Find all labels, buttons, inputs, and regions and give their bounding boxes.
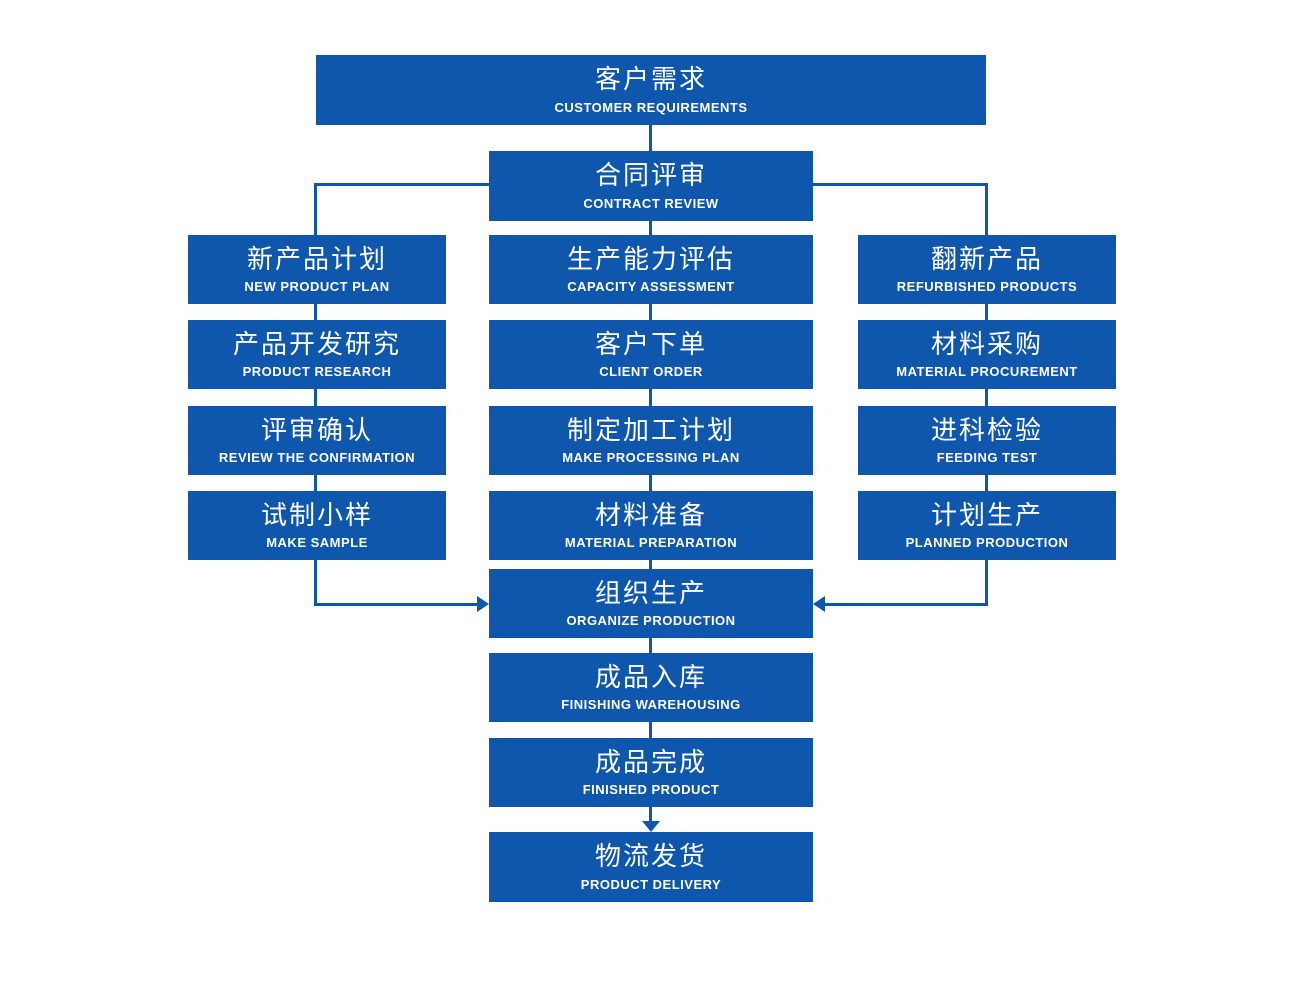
- flow-node-product-delivery: 物流发货 PRODUCT DELIVERY: [489, 832, 813, 902]
- node-title-zh: 计划生产: [930, 499, 1043, 530]
- node-title-zh: 评审确认: [260, 414, 373, 445]
- node-title-zh: 试制小样: [260, 499, 373, 530]
- connector-line: [649, 722, 652, 738]
- node-title-zh: 客户需求: [594, 64, 707, 95]
- node-title-zh: 物流发货: [594, 841, 707, 872]
- flow-node-organize-production: 组织生产 ORGANIZE PRODUCTION: [489, 569, 813, 638]
- node-title-zh: 材料采购: [930, 328, 1043, 359]
- node-subtitle-en: REFURBISHED PRODUCTS: [896, 279, 1078, 295]
- node-subtitle-en: ORGANIZE PRODUCTION: [566, 613, 736, 629]
- flow-node-product-research: 产品开发研究 PRODUCT RESEARCH: [188, 320, 446, 389]
- connector-line: [314, 183, 489, 186]
- connector-line: [649, 221, 652, 235]
- flow-node-finished-product: 成品完成 FINISHED PRODUCT: [489, 738, 813, 807]
- connector-line: [314, 603, 478, 606]
- node-subtitle-en: MATERIAL PROCUREMENT: [896, 364, 1078, 380]
- connector-line: [649, 475, 652, 491]
- node-title-zh: 生产能力评估: [566, 243, 735, 274]
- flow-node-new-product-plan: 新产品计划 NEW PRODUCT PLAN: [188, 235, 446, 304]
- node-title-zh: 翻新产品: [930, 243, 1043, 274]
- flow-node-make-sample: 试制小样 MAKE SAMPLE: [188, 491, 446, 560]
- node-title-zh: 成品完成: [594, 746, 707, 777]
- node-title-zh: 组织生产: [594, 577, 707, 608]
- node-subtitle-en: FINISHING WAREHOUSING: [561, 697, 741, 713]
- node-title-zh: 合同评审: [594, 160, 707, 191]
- connector-line: [985, 475, 988, 491]
- node-subtitle-en: FEEDING TEST: [936, 450, 1038, 466]
- arrowhead-left-icon: [813, 596, 825, 612]
- node-subtitle-en: FINISHED PRODUCT: [582, 782, 720, 798]
- node-subtitle-en: PRODUCT RESEARCH: [242, 364, 392, 380]
- flow-node-finishing-warehousing: 成品入库 FINISHING WAREHOUSING: [489, 653, 813, 722]
- flow-node-feeding-test: 进科检验 FEEDING TEST: [858, 406, 1116, 475]
- flow-node-make-processing-plan: 制定加工计划 MAKE PROCESSING PLAN: [489, 406, 813, 475]
- flow-node-review-confirmation: 评审确认 REVIEW THE CONFIRMATION: [188, 406, 446, 475]
- node-subtitle-en: CUSTOMER REQUIREMENTS: [554, 99, 748, 115]
- connector-line: [985, 560, 988, 606]
- node-title-zh: 客户下单: [594, 328, 707, 359]
- flow-node-material-procurement: 材料采购 MATERIAL PROCUREMENT: [858, 320, 1116, 389]
- connector-line: [649, 125, 652, 151]
- flow-node-contract-review: 合同评审 CONTRACT REVIEW: [489, 151, 813, 221]
- flow-node-planned-production: 计划生产 PLANNED PRODUCTION: [858, 491, 1116, 560]
- connector-line: [314, 304, 317, 320]
- flow-node-refurbished-products: 翻新产品 REFURBISHED PRODUCTS: [858, 235, 1116, 304]
- connector-line: [649, 304, 652, 320]
- node-title-zh: 制定加工计划: [566, 414, 735, 445]
- connector-line: [985, 389, 988, 406]
- flow-node-material-preparation: 材料准备 MATERIAL PREPARATION: [489, 491, 813, 560]
- node-title-zh: 材料准备: [594, 499, 707, 530]
- node-subtitle-en: MATERIAL PREPARATION: [564, 535, 738, 551]
- node-subtitle-en: CLIENT ORDER: [599, 364, 703, 380]
- node-title-zh: 产品开发研究: [232, 328, 401, 359]
- connector-line: [985, 183, 988, 235]
- connector-line: [824, 603, 988, 606]
- connector-line: [314, 475, 317, 491]
- node-subtitle-en: CAPACITY ASSESSMENT: [567, 279, 735, 295]
- node-subtitle-en: PLANNED PRODUCTION: [905, 535, 1069, 551]
- connector-line: [314, 183, 317, 235]
- node-subtitle-en: MAKE PROCESSING PLAN: [562, 450, 740, 466]
- connector-line: [649, 560, 652, 569]
- connector-line: [314, 389, 317, 406]
- arrowhead-down-icon: [642, 821, 660, 832]
- connector-line: [985, 304, 988, 320]
- connector-line: [314, 560, 317, 606]
- flow-node-customer-requirements: 客户需求 CUSTOMER REQUIREMENTS: [316, 55, 986, 125]
- node-subtitle-en: CONTRACT REVIEW: [583, 195, 719, 211]
- node-subtitle-en: MAKE SAMPLE: [266, 535, 368, 551]
- node-title-zh: 进科检验: [930, 414, 1043, 445]
- flow-node-capacity-assessment: 生产能力评估 CAPACITY ASSESSMENT: [489, 235, 813, 304]
- node-subtitle-en: PRODUCT DELIVERY: [580, 876, 722, 892]
- node-subtitle-en: NEW PRODUCT PLAN: [244, 279, 390, 295]
- arrowhead-right-icon: [477, 596, 489, 612]
- flow-node-client-order: 客户下单 CLIENT ORDER: [489, 320, 813, 389]
- node-title-zh: 成品入库: [594, 661, 707, 692]
- connector-line: [649, 389, 652, 406]
- node-subtitle-en: REVIEW THE CONFIRMATION: [218, 450, 416, 466]
- node-title-zh: 新产品计划: [246, 243, 387, 274]
- connector-line: [649, 807, 652, 822]
- connector-line: [813, 183, 988, 186]
- connector-line: [649, 638, 652, 653]
